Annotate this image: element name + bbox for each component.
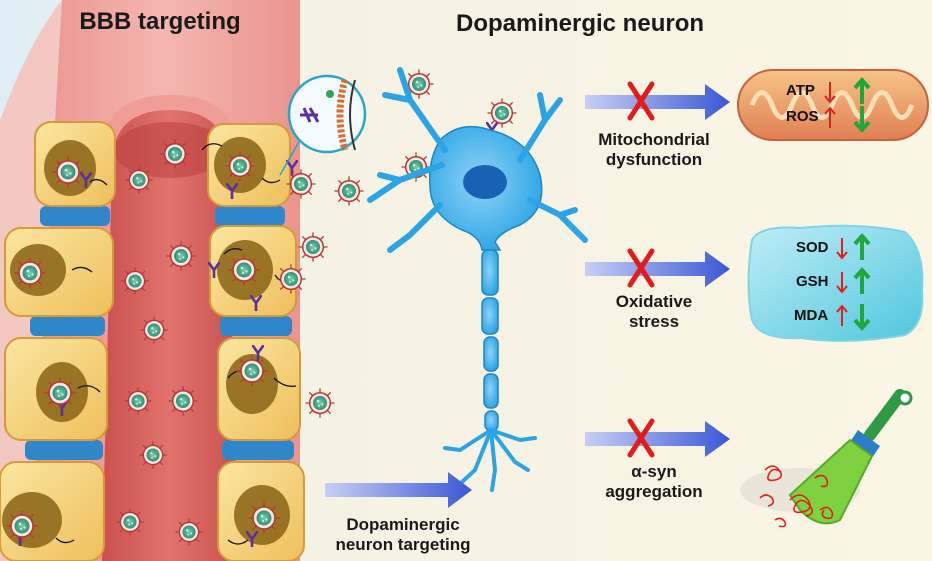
mitochondrion	[737, 69, 929, 141]
blocked-arrow-mito	[585, 81, 730, 121]
atp-marker: ATP	[786, 82, 815, 99]
red-x-icon	[627, 81, 655, 121]
asyn-line2: aggregation	[605, 482, 703, 501]
neuron-nucleus	[463, 165, 507, 199]
tight-junctions	[25, 206, 294, 460]
sod-marker: SOD	[796, 239, 829, 256]
dopaminergic-neuron	[367, 67, 588, 492]
neuron-targeting-label: Dopaminergic neuron targeting	[308, 515, 498, 555]
mda-marker: MDA	[794, 307, 829, 324]
oxidative-label: Oxidative stress	[574, 292, 734, 332]
asyn-line1: α-syn	[631, 462, 677, 481]
mito-label: Mitochondrial dysfunction	[574, 130, 734, 170]
mito-line2: dysfunction	[605, 150, 703, 169]
ros-marker: ROS	[786, 108, 819, 125]
membrane-zoom-bubble	[279, 74, 367, 176]
neuron-title: Dopaminergic neuron	[455, 10, 705, 37]
neuron-targeting-arrow	[325, 472, 472, 508]
bbb-targeting-title: BBB targeting	[79, 8, 241, 35]
mito-line1: Mitochondrial	[598, 130, 710, 149]
atp-marker-arrows	[824, 76, 871, 134]
oxidative-marker-arrows	[836, 232, 871, 332]
alpha-syn-aggregates	[759, 465, 834, 528]
oxidative-line2: stress	[628, 312, 680, 331]
oxidative-blob	[747, 224, 924, 342]
red-x-icon	[627, 418, 655, 458]
oxidative-line1: Oxidative	[615, 292, 693, 311]
gsh-marker: GSH	[796, 273, 829, 290]
neuron-targeting-line2: neuron targeting	[335, 535, 471, 554]
broom-icon	[740, 389, 913, 525]
red-x-icon	[627, 248, 655, 288]
neuron-targeting-line1: Dopaminergic	[346, 515, 460, 534]
blocked-arrow-asyn	[585, 418, 730, 458]
asyn-label: α-syn aggregation	[574, 462, 734, 502]
blocked-arrow-oxidative	[585, 248, 730, 288]
